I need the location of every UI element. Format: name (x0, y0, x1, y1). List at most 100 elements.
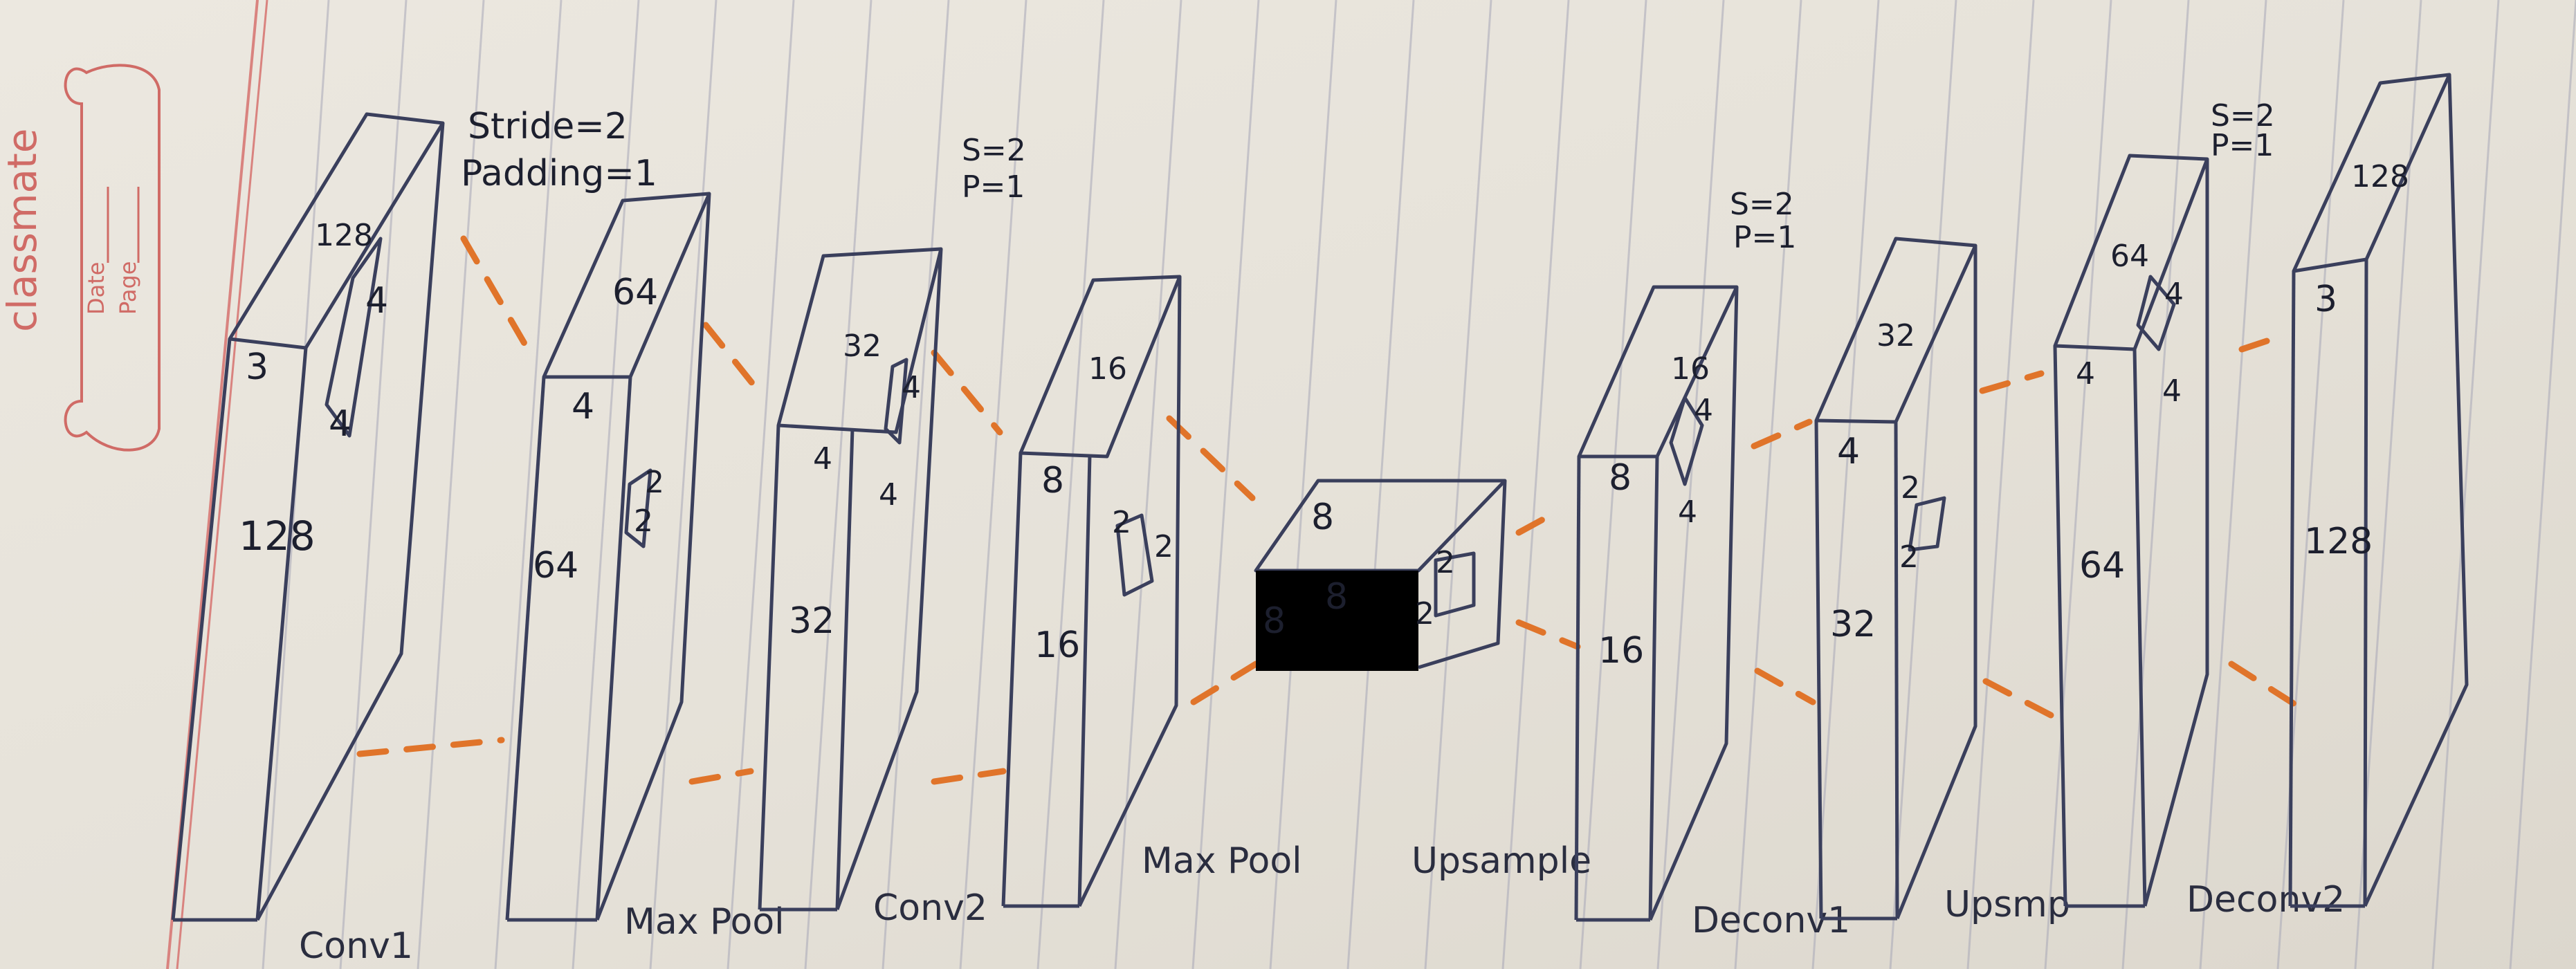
connector-lines (356, 235, 2311, 785)
kernel-w-label: 4 (329, 403, 351, 445)
param-p: P=1 (962, 169, 1025, 205)
ruled-line (339, 0, 408, 969)
ruled-line (804, 0, 873, 969)
param-p: P=1 (2211, 128, 2274, 163)
front-side-label: 64 (2079, 545, 2125, 587)
connector-bottom (1982, 678, 2069, 726)
kernel-4x4 (2136, 275, 2176, 351)
front-side-label: 16 (1598, 630, 1644, 672)
connector-bottom (688, 768, 754, 785)
front-top-label: 3 (2314, 279, 2337, 320)
layer-caption: Conv2 (873, 887, 987, 929)
connector-top (702, 322, 765, 398)
layer-conv2 (758, 247, 943, 912)
front-top-label: 8 (1041, 460, 1064, 501)
connector-top (931, 349, 1003, 436)
kernel-2x2 (1434, 551, 1476, 618)
kernel-2x2 (1115, 513, 1154, 597)
ruled-line (1424, 0, 1492, 969)
ruled-line (1811, 0, 1880, 969)
ruled-line (881, 0, 950, 969)
ruled-line (1656, 0, 1725, 969)
layer-caption: Upsmp (1944, 884, 2070, 925)
ruled-line (1269, 0, 1337, 969)
layer-caption: Upsample (1412, 840, 1591, 882)
param-padding: Padding=1 (461, 153, 657, 194)
ruled-line (494, 0, 563, 969)
brand-stamp: classmate Date Page (0, 64, 161, 452)
layer-conv1 (171, 112, 445, 922)
depth-label: 32 (843, 329, 881, 364)
front-side-label: 32 (789, 600, 834, 642)
ruled-line (2431, 0, 2500, 969)
layer-caption: Max Pool (1142, 840, 1302, 882)
param-stride: Stride=2 (468, 106, 628, 147)
connector-bottom (356, 737, 505, 757)
kernel-h-label: 4 (2164, 277, 2184, 312)
connector-top (2238, 332, 2287, 353)
layer-deconv2 (2053, 154, 2209, 908)
depth-label: 16 (1671, 351, 1710, 387)
front-top-label: 4 (572, 386, 594, 427)
front-side-label: 128 (2304, 521, 2373, 562)
connector-top (1515, 508, 1560, 536)
ruled-line (1036, 0, 1105, 969)
front-top-label: 4 (1837, 431, 1860, 472)
kernel-h-label: 2 (1112, 505, 1131, 540)
kernel-4x4 (325, 237, 383, 438)
brand-logo: classmate (0, 129, 46, 332)
brand-date-label: Date (83, 262, 109, 315)
kernel-2x2 (1908, 496, 1946, 552)
kernel-2x2 (624, 468, 652, 548)
kernel-w-label: 2 (1415, 596, 1434, 631)
ruled-line (1966, 0, 2035, 969)
kernel-w-label: 4 (879, 477, 898, 513)
front-side-label: 128 (239, 513, 316, 560)
ruled-line (2121, 0, 2190, 969)
param-s: S=2 (962, 133, 1026, 168)
front-side-label: 16 (1034, 625, 1080, 666)
front-top-label: 4 (813, 441, 832, 477)
front-top-label: 4 (2076, 356, 2095, 391)
connector-bottom (2228, 661, 2311, 716)
front-top-label: 3 (246, 347, 268, 388)
layer-caption: Deconv2 (2186, 879, 2345, 921)
ruled-line (2276, 0, 2345, 969)
connector-bottom (1515, 619, 1581, 650)
kernel-h-label: 4 (1694, 393, 1713, 428)
kernel-h-label: 2 (645, 465, 664, 500)
ruled-line (1191, 0, 1260, 969)
connector-bottom (1190, 661, 1259, 705)
kernel-w-label: 2 (634, 504, 653, 539)
param-s: S=2 (1730, 187, 1794, 222)
depth-label: 8 (1311, 497, 1334, 538)
connector-bottom (931, 768, 1007, 785)
depth-label: 32 (1876, 318, 1915, 353)
param-p: P=1 (1733, 220, 1796, 255)
depth-label: 128 (315, 218, 373, 253)
connector-top (460, 235, 529, 349)
layer-caption: Conv1 (299, 925, 413, 967)
kernel-h-label: 4 (902, 370, 921, 405)
layer-caption: Deconv1 (1692, 900, 1850, 941)
kernel-h-label: 4 (365, 280, 388, 322)
front-top-label: 8 (1609, 457, 1632, 499)
layer-maxpool2 (1001, 275, 1182, 908)
ruled-line (1579, 0, 1647, 969)
layer-deconv1 (1574, 285, 1739, 922)
front-top-label: 8 (1263, 600, 1286, 642)
depth-label: 128 (2351, 159, 2409, 194)
layer-bottleneck (1254, 479, 1507, 671)
depth-label: 16 (1088, 351, 1127, 387)
ruled-line (2199, 0, 2267, 969)
ruled-line (1734, 0, 1802, 969)
kernel-4x4 (884, 358, 908, 445)
ruled-line (417, 0, 485, 969)
connector-bottom (1754, 667, 1816, 705)
kernel-h-label: 2 (1436, 545, 1455, 580)
layer-upsamp (1814, 237, 1977, 921)
depth-label: 64 (2110, 239, 2149, 274)
